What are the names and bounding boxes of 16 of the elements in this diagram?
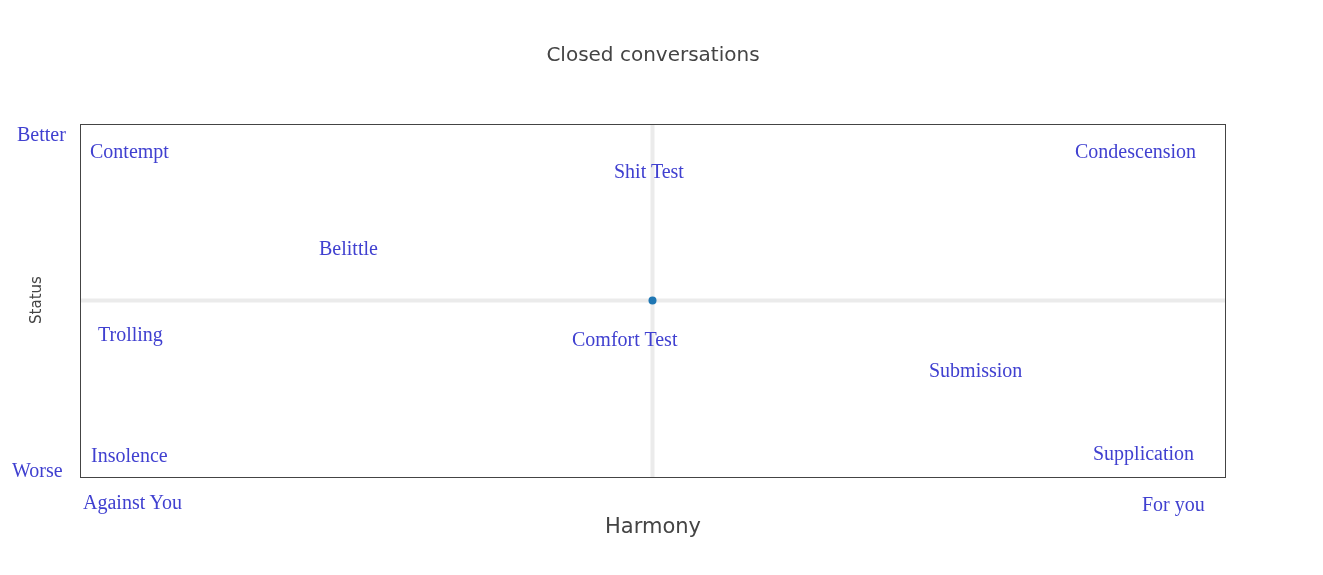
axis-title: Harmony xyxy=(605,516,701,537)
axis-title: Status xyxy=(28,276,44,324)
quadrant-label: Belittle xyxy=(319,238,378,258)
quadrant-label: Trolling xyxy=(98,324,163,344)
quadrant-label: Supplication xyxy=(1093,443,1195,463)
chart-title: Closed conversations xyxy=(546,44,760,64)
axis-end-label: Better xyxy=(17,124,66,144)
quadrant-label: Contempt xyxy=(90,141,169,161)
quadrant-label: Shit Test xyxy=(614,161,684,181)
axis-end-label: Against You xyxy=(83,492,182,512)
axis-end-label: Worse xyxy=(12,460,63,480)
quadrant-label: Insolence xyxy=(91,445,168,465)
quadrant-label: Comfort Test xyxy=(572,329,678,349)
quadrant-label: Condescension xyxy=(1075,141,1197,161)
axis-end-label: For you xyxy=(1142,494,1205,514)
quadrant-label: Submission xyxy=(929,360,1023,380)
